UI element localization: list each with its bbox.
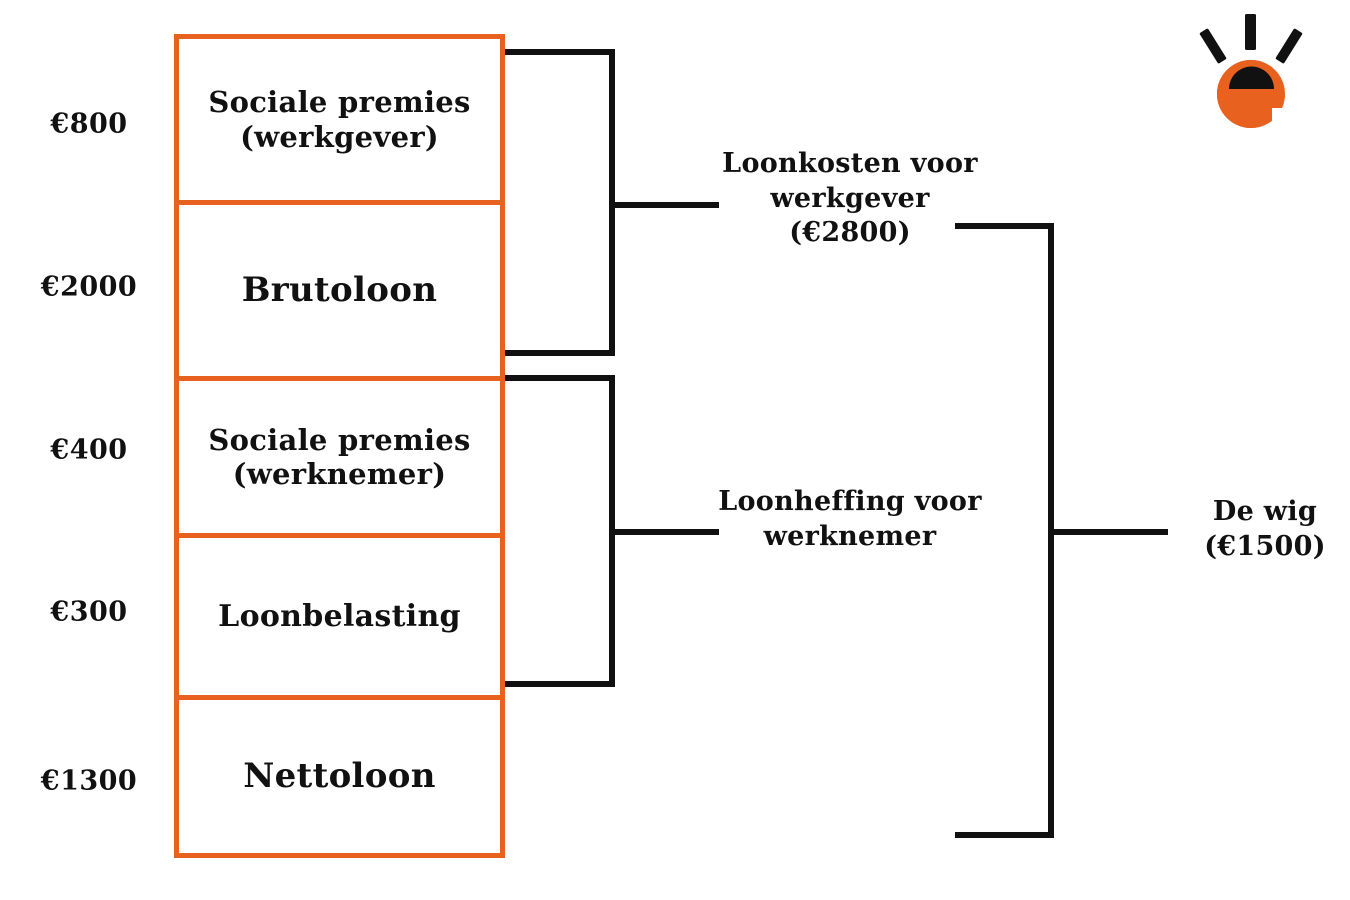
stack-segment-brutoloon: Brutoloon [179,200,500,376]
brand-logo [1196,12,1306,142]
stack-segment-label: Nettoloon [243,756,436,797]
bracket-werkgever-top-arm [505,49,615,55]
bracket-werknemer-bottom-arm [505,681,615,687]
bracket-wig-stem [1048,529,1168,535]
bracket-label-de-wig: De wig (€1500) [1204,496,1326,562]
logo-rays-icon [1199,14,1303,64]
stack-segment-label: Sociale premies (werknemer) [208,422,471,491]
wage-stack: Sociale premies (werkgever) Brutoloon So… [174,34,505,858]
bracket-wig-bottom-arm [955,832,1054,838]
bracket-werknemer-stem [609,529,719,535]
amount-label-brutoloon: €2000 [40,271,138,303]
stack-segment-sociale-premies-werknemer: Sociale premies (werknemer) [179,376,500,533]
bracket-werkgever-stem [609,202,719,208]
stack-segment-sociale-premies-werkgever: Sociale premies (werkgever) [179,39,500,200]
stack-segment-label: Brutoloon [241,270,438,311]
bracket-wig-top-arm [955,223,1054,229]
bracket-label-loonheffing-werknemer: Loonheffing voor werknemer [718,486,982,552]
stack-segment-label: Loonbelasting [218,598,461,634]
stack-segment-label: Sociale premies (werkgever) [208,85,471,154]
bracket-werkgever-bottom-arm [505,350,615,356]
stack-segment-nettoloon: Nettoloon [179,695,500,853]
bracket-werknemer-top-arm [505,375,615,381]
amount-label-sociale-premies-werknemer: €400 [50,434,128,466]
logo-letter-e-icon [1216,60,1296,142]
amount-label-loonbelasting: €300 [50,596,128,628]
amount-label-sociale-premies-werkgever: €800 [50,108,128,140]
amount-label-nettoloon: €1300 [40,765,138,797]
bracket-label-loonkosten-werkgever: Loonkosten voor werkgever (€2800) [722,148,978,249]
stack-segment-loonbelasting: Loonbelasting [179,533,500,695]
